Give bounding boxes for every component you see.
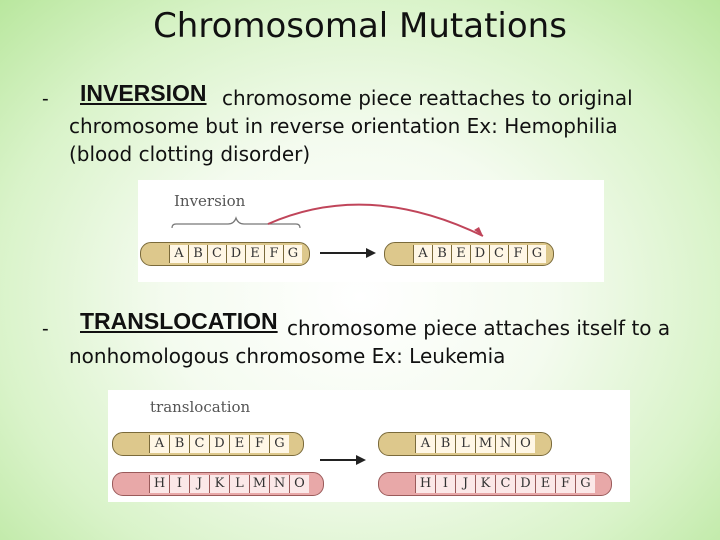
translocation-before-top-gene-a: A xyxy=(149,435,169,453)
translocation-after-bottom-gene-j: J xyxy=(455,475,475,493)
inversion-before-gene-e: E xyxy=(245,245,264,263)
translocation-before-top-gene-b: B xyxy=(169,435,189,453)
inversion-line-3: (blood clotting disorder) xyxy=(69,142,311,166)
translocation-line-1: chromosome piece attaches itself to a xyxy=(287,316,671,340)
translocation-before-bottom-gene-o: O xyxy=(289,475,309,493)
inversion-arrows xyxy=(171,203,484,258)
slide-title: Chromosomal Mutations xyxy=(153,6,567,46)
inversion-line-2: chromosome but in reverse orientation Ex… xyxy=(69,114,618,138)
translocation-after-bottom-gene-g: G xyxy=(575,475,595,493)
translocation-after-top-gene-n: N xyxy=(495,435,515,453)
translocation-after-top-gene-l: L xyxy=(455,435,475,453)
inversion-before-gene-d: D xyxy=(226,245,245,263)
translocation-after-top-gene-o: O xyxy=(515,435,535,453)
translocation-arrow xyxy=(320,455,366,465)
translocation-after-bottom-gene-e: E xyxy=(535,475,555,493)
inversion-line-1: chromosome piece reattaches to original xyxy=(222,86,633,110)
translocation-before-bottom-gene-j: J xyxy=(189,475,209,493)
translocation-before-top-gene-f: F xyxy=(249,435,269,453)
translocation-after-bottom-gene-i: I xyxy=(435,475,455,493)
inversion-before-gene-g: G xyxy=(283,245,302,263)
inversion-before-gene-a: A xyxy=(169,245,188,263)
translocation-before-top-gene-c: C xyxy=(189,435,209,453)
bullet-dash-2: - xyxy=(42,318,49,340)
inversion-after-gene-a: A xyxy=(413,245,432,263)
translocation-before-top-gene-d: D xyxy=(209,435,229,453)
translocation-after-bottom-gene-f: F xyxy=(555,475,575,493)
inversion-before-gene-f: F xyxy=(264,245,283,263)
translocation-before-bottom-gene-n: N xyxy=(269,475,289,493)
translocation-figure-label: translocation xyxy=(150,398,251,416)
translocation-after-bottom-gene-k: K xyxy=(475,475,495,493)
translocation-before-bottom-gene-m: M xyxy=(249,475,269,493)
translocation-before-bottom-gene-i: I xyxy=(169,475,189,493)
inversion-after-gene-d: D xyxy=(470,245,489,263)
translocation-before-top-gene-g: G xyxy=(269,435,289,453)
inversion-before-gene-c: C xyxy=(207,245,226,263)
bullet-dash: - xyxy=(42,88,49,110)
translocation-before-top-gene-e: E xyxy=(229,435,249,453)
inversion-after-gene-g: G xyxy=(527,245,546,263)
translocation-before-bottom-gene-h: H xyxy=(149,475,169,493)
inversion-after-gene-f: F xyxy=(508,245,527,263)
inversion-before-gene-b: B xyxy=(188,245,207,263)
translocation-after-bottom-gene-c: C xyxy=(495,475,515,493)
translocation-after-top-gene-m: M xyxy=(475,435,495,453)
inversion-term: INVERSION xyxy=(80,80,207,106)
translocation-after-bottom-gene-d: D xyxy=(515,475,535,493)
translocation-after-bottom-gene-h: H xyxy=(415,475,435,493)
translocation-before-bottom-gene-k: K xyxy=(209,475,229,493)
translocation-line-2: nonhomologous chromosome Ex: Leukemia xyxy=(69,344,506,368)
inversion-after-gene-c: C xyxy=(489,245,508,263)
translocation-after-top-gene-a: A xyxy=(415,435,435,453)
inversion-after-gene-e: E xyxy=(451,245,470,263)
translocation-after-top-gene-b: B xyxy=(435,435,455,453)
inversion-after-gene-b: B xyxy=(432,245,451,263)
translocation-before-bottom-gene-l: L xyxy=(229,475,249,493)
inversion-figure-label: Inversion xyxy=(174,192,246,210)
translocation-term: TRANSLOCATION xyxy=(80,308,278,334)
